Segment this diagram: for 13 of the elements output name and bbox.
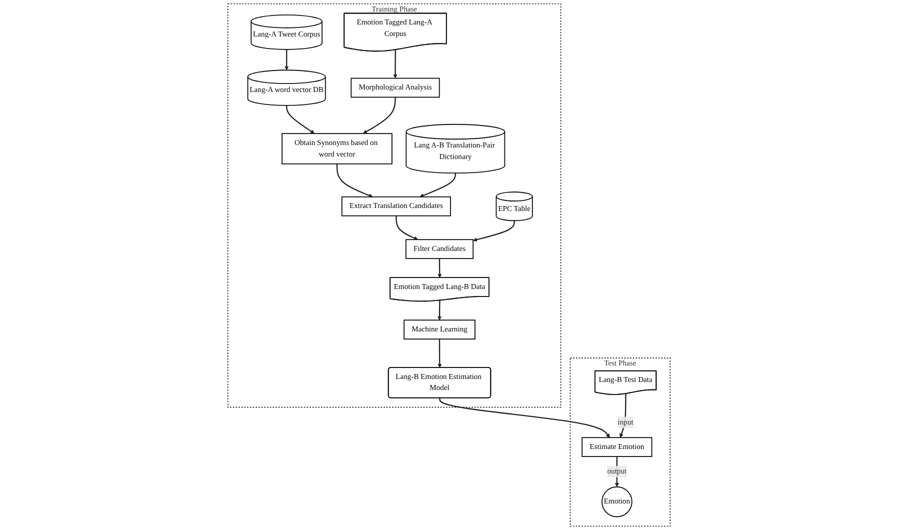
arrow xyxy=(420,173,456,198)
arrow xyxy=(614,456,620,488)
arrow xyxy=(438,339,442,368)
arrow xyxy=(286,105,315,134)
arrow xyxy=(439,398,610,438)
arrow xyxy=(393,50,398,78)
arrow xyxy=(472,220,515,242)
arrow xyxy=(437,300,442,320)
arrow xyxy=(438,258,442,278)
arrow xyxy=(362,97,396,134)
arrow xyxy=(284,49,289,70)
arrow xyxy=(396,216,418,240)
arrow xyxy=(336,164,373,198)
